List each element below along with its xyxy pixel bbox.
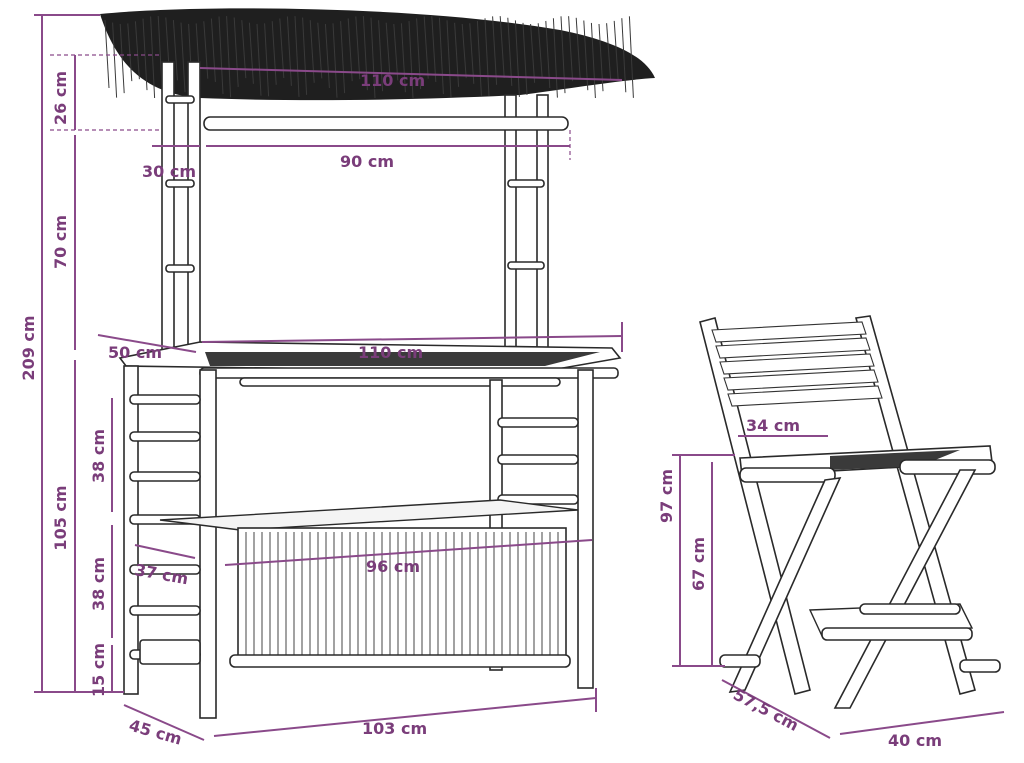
right-side-rungs [497,417,579,505]
hanging-rail [203,116,569,131]
upper-ladder-rungs [165,95,545,273]
front-left-leg-2 [199,369,217,719]
label-cabinet-width: 96 cm [366,557,420,576]
folding-chair-drawing [672,315,1005,739]
chair-back-leg-right [854,315,976,695]
label-middle-shelf-gap: 38 cm [89,557,108,611]
label-chair-depth: 57,5 cm [730,685,802,735]
label-seat-depth: 34 cm [746,416,800,435]
label-bottom-gap: 15 cm [89,643,108,697]
bamboo-bar-drawing [34,8,655,741]
label-upper-span: 90 cm [340,152,394,171]
label-counter-height: 105 cm [51,485,70,550]
label-base-depth: 45 cm [127,716,184,749]
left-side-rungs [129,394,201,660]
upper-left-post [161,61,175,353]
label-post-offset: 30 cm [142,162,196,181]
upper-right-post [504,94,517,351]
upper-right-post-2 [536,94,549,351]
chair-seat [739,445,996,483]
counter-top [118,341,622,387]
label-upper-height: 70 cm [51,215,70,269]
chair-footrest [808,603,974,641]
label-counter-width: 110 cm [358,343,423,362]
chair-dimension-lines [672,435,1005,739]
label-base-width: 103 cm [362,719,427,738]
chair-front-leg-left [728,477,842,693]
bar-dimension-lines [34,14,623,741]
label-lower-shelf-gap: 38 cm [89,429,108,483]
label-roof-width: 110 cm [360,71,425,90]
front-left-leg [123,365,139,695]
dimension-labels: 110 cm 26 cm 30 cm 90 cm 70 cm 209 cm 50… [19,71,942,750]
label-chair-width: 40 cm [888,731,942,750]
label-total-height: 209 cm [19,315,38,380]
label-counter-depth: 50 cm [108,343,162,362]
front-right-leg [577,369,594,689]
chair-backrest-slats [711,321,883,407]
upper-left-post-2 [187,61,201,353]
label-seat-height: 67 cm [689,537,708,591]
storage-cabinet [139,499,579,668]
label-chair-height: 97 cm [657,469,676,523]
label-roof-height: 26 cm [51,71,70,125]
